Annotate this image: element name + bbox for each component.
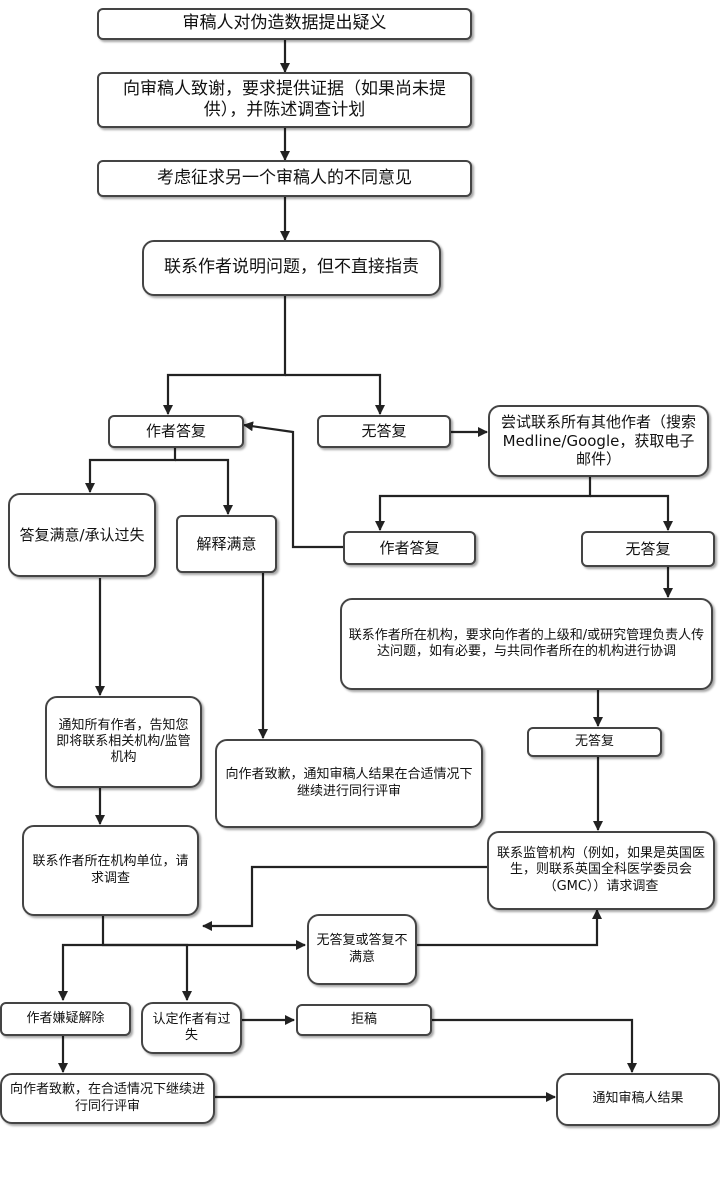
- node-contact-author: 联系作者说明问题，但不直接指责: [142, 240, 441, 296]
- node-no-reply-2: 无答复: [581, 531, 715, 567]
- node-no-reply-1: 无答复: [317, 415, 451, 448]
- node-contact-institution: 联系作者所在机构，要求向作者的上级和/或研究管理负责人传达问题，如有必要，与共同…: [340, 598, 713, 690]
- edge-split-n19: [58, 943, 103, 1001]
- node-author-replies: 作者答复: [108, 415, 244, 448]
- node-author-replies-2: 作者答复: [343, 531, 476, 565]
- node-reply-satisfactory: 答复满意/承认过失: [8, 493, 156, 577]
- node-no-reply-or-unsatisfactory: 无答复或答复不满意: [307, 914, 417, 985]
- node-author-cleared: 作者嫌疑解除: [0, 1002, 131, 1036]
- node-notify-all-authors: 通知所有作者，告知您即将联系相关机构/监管机构: [45, 696, 202, 788]
- node-consider-second-reviewer: 考虑征求另一个审稿人的不同意见: [97, 160, 472, 197]
- edge-split-n6: [285, 373, 385, 415]
- node-reject: 拒稿: [296, 1004, 432, 1036]
- edge-split-n11: [590, 494, 673, 531]
- node-notify-reviewer: 通知审稿人结果: [556, 1073, 720, 1126]
- edge-n7-split: [375, 477, 592, 531]
- node-apologize-continue: 向作者致歉，在合适情况下继续进行同行评审: [0, 1073, 215, 1124]
- node-contact-other-authors: 尝试联系所有其他作者（搜索Medline/Google，获取电子邮件）: [488, 405, 709, 477]
- edge-n18-n17: [417, 909, 602, 947]
- node-author-at-fault: 认定作者有过失: [141, 1002, 242, 1054]
- edge-n17-n16: [202, 865, 487, 931]
- edge-n10-n5: [243, 421, 343, 549]
- node-no-reply-3: 无答复: [527, 727, 662, 757]
- edge-n4-split: [163, 296, 287, 415]
- node-thank-reviewer: 向审稿人致谢，要求提供证据（如果尚未提供），并陈述调查计划: [97, 72, 472, 128]
- edge-n21-n23: [432, 1018, 637, 1073]
- node-contact-regulator: 联系监管机构（例如，如果是英国医生，则联系英国全科医学委员会（GMC））请求调查: [487, 831, 715, 910]
- edge-split-n20: [103, 943, 192, 1001]
- node-apologize-notify: 向作者致歉，通知审稿人结果在合适情况下继续进行同行评审: [215, 739, 483, 828]
- node-explanation-satisfactory: 解释满意: [176, 515, 277, 573]
- node-contact-institution-unit: 联系作者所在机构单位，请求调查: [22, 825, 199, 916]
- edge-n16-split: [101, 916, 306, 950]
- edge-split-n9: [175, 458, 233, 515]
- edge-n5-split: [85, 448, 177, 493]
- node-reviewer-raises-doubt: 审稿人对伪造数据提出疑义: [97, 8, 472, 40]
